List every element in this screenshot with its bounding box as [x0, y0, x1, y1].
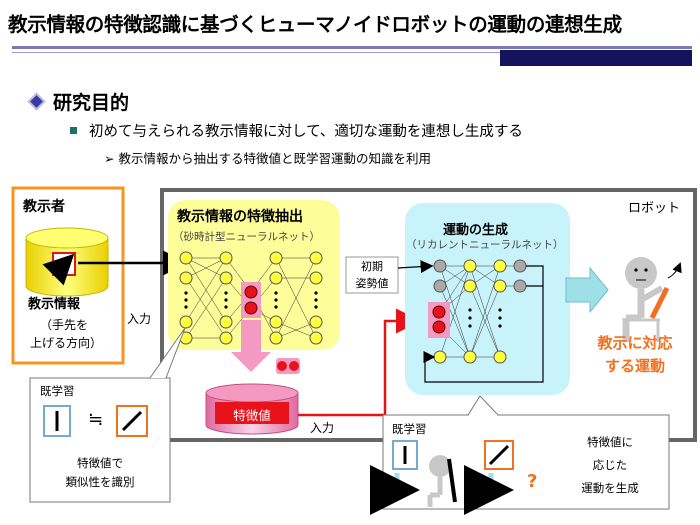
title-accent-bar	[500, 50, 692, 66]
bullet-level3: ➢ 教示情報から抽出する特徴値と既学習運動の知識を利用	[104, 148, 431, 167]
feature-value-box	[215, 402, 289, 424]
robot-label: ロボット	[628, 201, 681, 216]
bullet-level2-text: 初めて与えられる教示情報に対して、適切な運動を連想し生成する	[89, 124, 523, 140]
gen-desc-1: 特徴値に	[587, 435, 633, 449]
similarity-1: 特徴値で	[77, 456, 123, 470]
teacher-info-sub-2: 上げる方向）	[30, 336, 103, 350]
recurrent-nodes	[433, 259, 527, 364]
extract-box	[168, 200, 340, 350]
teacher-info-sub-1: （手先を	[40, 318, 89, 332]
generation-subtitle: （リカレントニューラルネット）	[406, 239, 564, 251]
right-robot-figure	[427, 455, 457, 507]
approx-symbol: ≒	[88, 409, 104, 430]
learned-left-label: 既学習	[40, 384, 75, 398]
bullet-level2: 初めて与えられる教示情報に対して、適切な運動を連想し生成する	[70, 120, 523, 141]
initial-pose-2: 姿勢値	[355, 277, 389, 290]
generation-title: 運動の生成	[443, 223, 509, 238]
learned-right-label: 既学習	[392, 422, 427, 436]
bullet-level3-text: 教示情報から抽出する特徴値と既学習運動の知識を利用	[118, 151, 431, 166]
arrow-bullet-icon: ➢	[104, 151, 119, 166]
question-mark: ?	[527, 471, 538, 492]
slide-title: 教示情報の特徴認識に基づくヒューマノイドロボットの運動の連想生成	[8, 13, 622, 36]
result-label-1: 教示に対応	[597, 334, 673, 352]
initial-pose-box	[345, 256, 399, 294]
hourglass-nodes	[179, 251, 323, 345]
extract-subtitle: （砂時計型ニューラルネット）	[173, 231, 320, 243]
input-label: 入力	[127, 312, 152, 326]
similarity-2: 類似性を識別	[65, 475, 135, 489]
feature-input-line	[298, 308, 421, 417]
teacher-label: 教示者	[23, 199, 65, 215]
feature-value-label: 特徴値	[233, 408, 271, 423]
bullet-level1-text: 研究目的	[53, 92, 130, 114]
extract-down-arrow	[231, 320, 271, 372]
result-label-2: する運動	[604, 357, 665, 375]
bullet-level1: 研究目的	[28, 88, 129, 115]
square-bullet-icon	[70, 127, 77, 134]
gen-desc-3: 運動を生成	[581, 481, 639, 495]
recurrent-dots	[468, 308, 502, 328]
initial-pose-1: 初期	[361, 260, 383, 273]
output-arrow	[565, 266, 609, 314]
input-label-2: 入力	[310, 421, 335, 435]
hourglass-dots	[184, 291, 318, 309]
recurrent-loop	[423, 265, 544, 383]
learned-left-box	[29, 377, 171, 503]
gen-desc-2: 応じた	[592, 458, 628, 472]
title-rule	[12, 46, 692, 49]
generation-box	[405, 203, 570, 395]
robot-figure	[622, 257, 682, 342]
title-rule-thin	[12, 52, 500, 53]
extract-title: 教示情報の特徴抽出	[177, 209, 303, 225]
teacher-info-label: 教示情報	[28, 297, 81, 312]
